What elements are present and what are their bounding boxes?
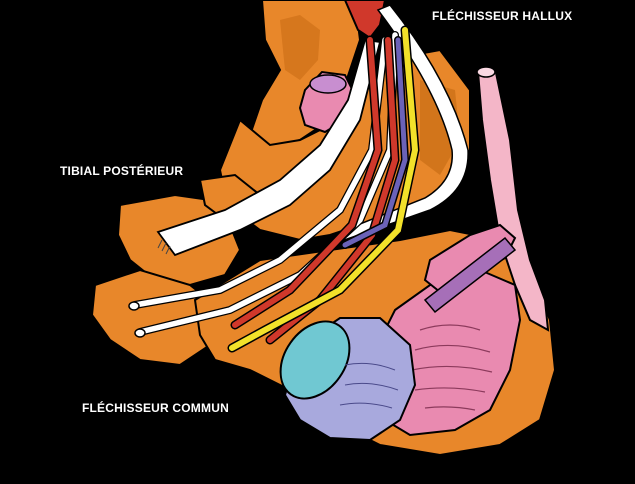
tendon-end-2 xyxy=(134,328,146,338)
vessel-cut-end xyxy=(476,66,496,78)
purple-tendon-band xyxy=(423,236,517,314)
tendon-end-1 xyxy=(128,301,140,311)
tibialis-posterior-tendon xyxy=(156,39,382,257)
label-flechisseur-commun: FLÉCHISSEUR COMMUN xyxy=(82,401,229,415)
posterior-tibial-vessel xyxy=(476,66,550,332)
abductor-muscle-striations xyxy=(411,324,493,411)
small-muscle-cut-face xyxy=(309,74,347,94)
cut-muscle-striations xyxy=(339,362,399,409)
tibialis-tendon-fibers xyxy=(157,239,171,255)
tibia-shadow xyxy=(280,15,320,80)
label-tibial-posterieur: TIBIAL POSTÉRIEUR xyxy=(60,164,184,178)
red-muscle-belly xyxy=(343,0,387,40)
label-flechisseur-hallux: FLÉCHISSEUR HALLUX xyxy=(432,9,573,23)
cut-muscle-cyan-face xyxy=(279,320,351,400)
